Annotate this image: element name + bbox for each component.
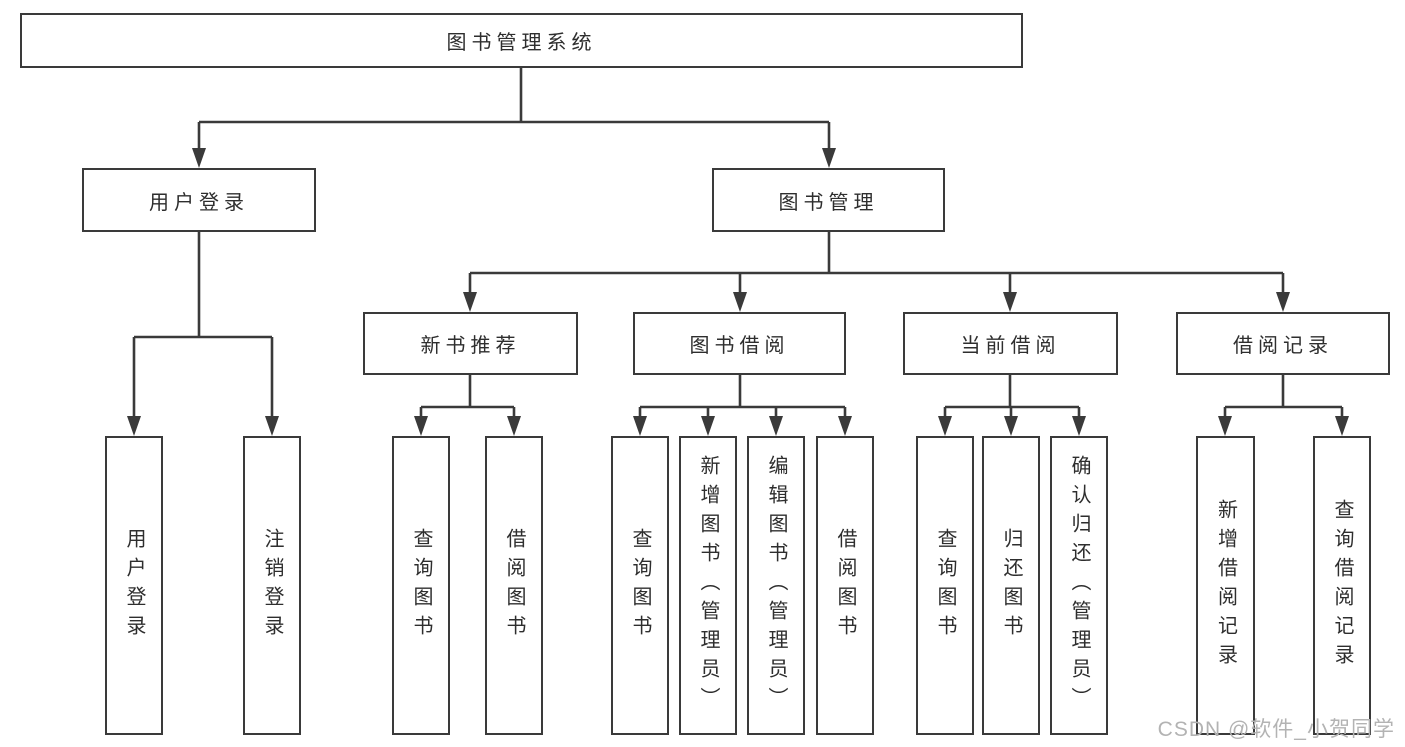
node-label: 图书管理 [778, 191, 879, 214]
leaf-borrow-books-recommend: 借阅图书 [485, 436, 543, 735]
node-label: 查询图书 [934, 527, 956, 644]
node-label: 借阅图书 [834, 527, 856, 644]
node-label: 图书借阅 [689, 335, 790, 357]
node-label: 新书推荐 [420, 335, 521, 357]
leaf-query-books-current: 查询图书 [916, 436, 974, 735]
node-label: 用户登录 [149, 191, 249, 214]
node-label: 当前借阅 [960, 335, 1061, 357]
node-label: 新增图书（管理员） [697, 455, 719, 716]
leaf-user-login: 用户登录 [105, 436, 163, 735]
node-label: 确认归还（管理员） [1068, 455, 1090, 716]
leaf-query-books-recommend: 查询图书 [392, 436, 450, 735]
node-book-management: 图书管理 [712, 168, 945, 232]
node-user-login: 用户登录 [82, 168, 316, 232]
node-label: 查询图书 [629, 527, 651, 644]
connector-book-borrow-split [633, 375, 852, 436]
connector-book-management-split [463, 232, 1290, 312]
node-label: 归还图书 [1000, 527, 1022, 644]
node-book-management-system: 图书管理系统 [20, 13, 1023, 68]
connector-user-login-split [127, 232, 279, 436]
node-label: 查询图书 [410, 527, 432, 644]
node-label: 新增借阅记录 [1214, 498, 1237, 673]
node-label: 借阅记录 [1233, 335, 1333, 357]
node-borrow-records: 借阅记录 [1176, 312, 1390, 375]
leaf-query-books-borrow: 查询图书 [611, 436, 669, 735]
leaf-confirm-return-admin: 确认归还（管理员） [1050, 436, 1108, 735]
node-label: 借阅图书 [503, 527, 525, 644]
csdn-watermark: CSDN @软件_小贺同学 [1157, 718, 1395, 741]
leaf-edit-books-admin: 编辑图书（管理员） [747, 436, 805, 735]
leaf-logout: 注销登录 [243, 436, 301, 735]
node-book-borrow: 图书借阅 [633, 312, 846, 375]
node-label: 图书管理系统 [446, 32, 597, 54]
connector-borrow-records-split [1218, 375, 1349, 436]
node-label: 查询借阅记录 [1331, 498, 1353, 673]
node-new-book-recommend: 新书推荐 [363, 312, 578, 375]
connector-current-borrow-split [938, 375, 1086, 436]
connector-new-book-recommend-split [414, 375, 521, 436]
node-label: 用户登录 [123, 527, 145, 644]
connector-root-split [192, 68, 836, 168]
leaf-add-books-admin: 新增图书（管理员） [679, 436, 737, 735]
leaf-return-books: 归还图书 [982, 436, 1040, 735]
leaf-add-borrow-record: 新增借阅记录 [1196, 436, 1255, 735]
node-label: 注销登录 [261, 527, 283, 644]
node-label: 编辑图书（管理员） [765, 455, 787, 716]
node-current-borrow: 当前借阅 [903, 312, 1118, 375]
leaf-query-borrow-record: 查询借阅记录 [1313, 436, 1371, 735]
leaf-borrow-books: 借阅图书 [816, 436, 874, 735]
